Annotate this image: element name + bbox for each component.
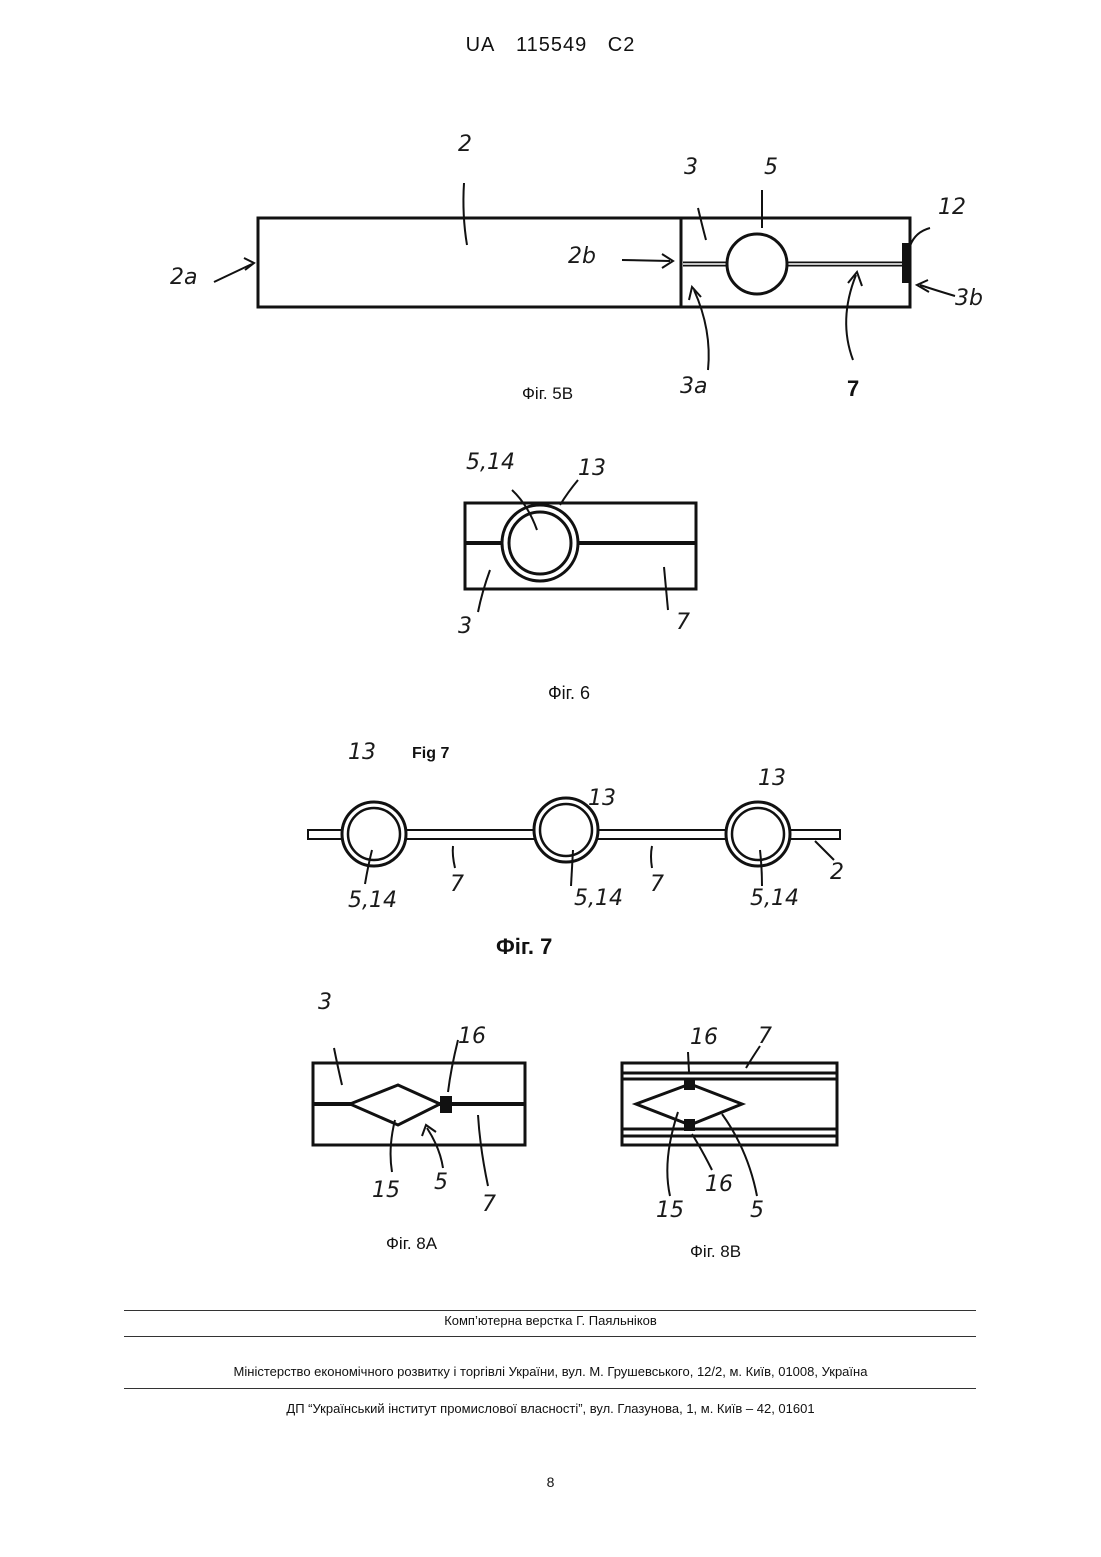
fig5b-label-3a: 3a [680,374,707,399]
fig6-body-outline [465,503,696,589]
fig7-label-7-b: 7 [650,872,664,897]
fig5b-label-3: 3 [684,155,698,180]
fig7-label-7-a: 7 [450,872,464,897]
fig8a-label-5: 5 [434,1170,448,1195]
fig8b-label-7: 7 [758,1024,772,1049]
fig8b-seal-bottom [684,1119,695,1131]
fig7-label-13-a: 13 [348,740,376,765]
fig5b-label-5: 5 [764,155,778,180]
fig5b-label-12: 12 [938,195,966,220]
fig6-outer-ring [502,505,578,581]
fig5b-label-2a: 2a [170,265,197,290]
fig8a-valve-seal [440,1096,452,1113]
fig7-caption: Фіг. 7 [496,934,552,960]
fig-6-drawing [465,480,696,612]
fig8a-valve-diamond [350,1085,440,1125]
fig7-label-5-14-b: 5,14 [574,886,623,911]
fig8a-caption: Фіг. 8А [386,1234,437,1254]
fig7-label-2: 2 [830,860,844,885]
fig7-ring-3-outer [726,802,790,866]
fig7-label-5-14-c: 5,14 [750,886,799,911]
fig7-label-13-b: 13 [588,786,616,811]
fig5b-caption: Фіг. 5В [522,384,573,404]
fig6-label-5-14: 5,14 [466,450,515,475]
fig6-caption: Фіг. 6 [548,683,590,704]
fig8a-label-7: 7 [482,1192,496,1217]
footer-institute: ДП “Український інститут промислової вла… [0,1401,1101,1416]
fig5b-label-3b: 3b [955,286,983,311]
fig-5b-drawing [214,183,955,370]
footer-rule-top [124,1310,976,1311]
footer-rule-middle [124,1336,976,1337]
fig5b-seal [902,243,910,283]
footer-ministry: Міністерство економічного розвитку і тор… [0,1364,1101,1379]
fig6-label-13: 13 [578,456,606,481]
footer-rule-bottom [124,1388,976,1389]
fig7-label-5-14-a: 5,14 [348,888,397,913]
footer-layout-credit: Комп’ютерна верстка Г. Паяльніков [0,1313,1101,1328]
fig6-label-3: 3 [458,614,472,639]
page-number: 8 [0,1474,1101,1490]
fig8a-label-3: 3 [318,990,332,1015]
fig8b-label-16-top: 16 [690,1025,718,1050]
fig8a-label-16: 16 [458,1024,486,1049]
fig8a-label-15: 15 [372,1178,400,1203]
fig7-inner-caption: Fig 7 [412,745,449,763]
fig5b-label-2b: 2b [568,244,596,269]
fig5b-label-2: 2 [458,132,472,157]
fig5b-leader-2 [463,183,467,245]
fig8b-caption: Фіг. 8В [690,1242,741,1262]
fig-7-drawing [308,798,840,886]
fig8b-label-5: 5 [750,1198,764,1223]
fig-8a-drawing [313,1040,525,1186]
fig7-ring-1-outer [342,802,406,866]
fig5b-sphere [727,234,787,294]
fig8b-label-16-bottom: 16 [705,1172,733,1197]
fig6-label-7: 7 [676,610,690,635]
fig7-label-13-c: 13 [758,766,786,791]
fig5b-label-7: 7 [847,376,859,402]
fig8b-label-15: 15 [656,1198,684,1223]
fig8b-seal-top [684,1078,695,1090]
